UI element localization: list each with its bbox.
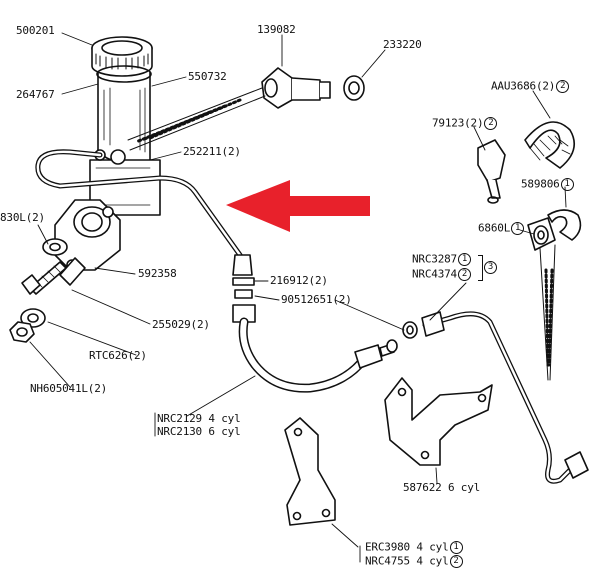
washer-233220 (343, 75, 365, 101)
label-aau3686: AAU3686(2)2 (491, 79, 570, 93)
red-arrow (226, 180, 370, 232)
clip-589806 (547, 209, 582, 241)
label-erc3980-circle: 1 (449, 541, 463, 554)
label-79123-circle: 2 (484, 117, 498, 130)
label-587622: 587622 6 cyl (403, 481, 481, 494)
master-cylinder (54, 36, 161, 271)
union-139082 (261, 67, 331, 109)
label-500201: 500201 (16, 24, 55, 37)
callout-beam-union (127, 87, 266, 151)
clip-79123 (477, 139, 506, 204)
label-nh605041l: NH605041L(2) (30, 382, 108, 395)
clevis (42, 238, 86, 286)
label-nrc-group-circle: 3 (483, 261, 497, 274)
label-nrc2129: NRC2129 4 cyl (157, 412, 241, 425)
label-nrc2130: NRC2130 6 cyl (157, 425, 241, 438)
label-6860l-text: 6860L (478, 221, 511, 235)
label-79123: 79123(2)2 (432, 116, 498, 130)
washer-216912 (386, 339, 398, 353)
label-216912: 216912(2) (270, 274, 328, 287)
label-nrc-group-circle-mark: 3 (484, 261, 497, 274)
label-550732: 550732 (188, 70, 227, 83)
label-erc3980-text: ERC3980 4 cyl (365, 540, 449, 554)
label-nrc3287-text: NRC3287 (412, 252, 457, 266)
label-6860l-circle: 1 (511, 222, 525, 235)
label-592358: 592358 (138, 267, 177, 280)
label-nrc3287-circle: 1 (457, 253, 471, 266)
label-90512651: 90512651(2) (281, 293, 352, 306)
label-aau3686-circle: 2 (556, 80, 570, 93)
label-nrc4374-text: NRC4374 (412, 267, 457, 281)
label-233220: 233220 (383, 38, 422, 51)
label-nrc4755-circle: 2 (449, 555, 463, 568)
label-aau3686-text: AAU3686(2) (491, 79, 556, 93)
label-139082: 139082 (257, 23, 296, 36)
label-255029: 255029(2) (152, 318, 210, 331)
pushrod-bolt (21, 261, 67, 295)
label-252211: 252211(2) (183, 145, 241, 158)
leader-lines (29, 32, 567, 563)
washer-rtc626 (20, 308, 46, 328)
rigid-pipe-upper (35, 149, 253, 276)
label-nrc4374-circle: 2 (457, 268, 471, 281)
washer-90512651 (402, 321, 418, 339)
nut-nh605041l (9, 321, 35, 343)
grommet-6860l (527, 217, 556, 251)
label-264767: 264767 (16, 88, 55, 101)
callout-beam-clip (539, 244, 556, 381)
bracket-nrc-group (478, 255, 483, 281)
label-rtc626: RTC626(2) (89, 349, 147, 362)
flexible-hose (238, 317, 395, 393)
bracket-587622 (384, 377, 493, 466)
rigid-pipe-lower (421, 311, 589, 484)
label-589806-circle: 1 (560, 178, 574, 191)
label-830l: 830L(2) (0, 211, 45, 224)
label-nrc4755-text: NRC4755 4 cyl (365, 554, 449, 568)
label-589806-text: 589806 (521, 177, 560, 191)
pclip-aau3686 (524, 121, 576, 169)
label-79123-text: 79123(2) (432, 116, 484, 130)
bracket-erc3980 (284, 417, 336, 526)
hose-bracket-fittings (232, 277, 256, 323)
